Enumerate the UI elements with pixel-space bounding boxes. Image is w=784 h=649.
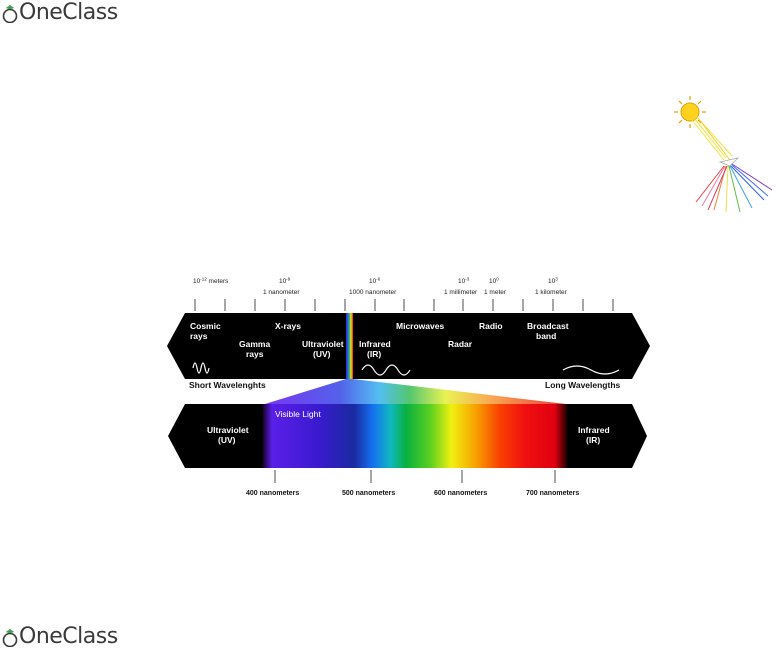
scale-sub-1mm: 1 millimeter [444,289,478,296]
dispersion-fan [265,379,566,404]
prism-shape [718,157,740,167]
visible-gradient [263,404,567,468]
acorn-icon [2,4,18,23]
wavelength-scale-labels: 10-12 meters 10-9 1 nanometer 10-6 1000 … [193,277,568,297]
label-microwaves: Microwaves [396,321,444,331]
medium-wave-glyph [361,364,411,376]
sun-prism-illustration [674,96,773,213]
scale-sub-1nm: 1 nanometer [263,289,300,296]
scale-label-1e3: 103 [548,277,558,286]
scale-sub-1km: 1 kilometer [535,289,568,296]
header-logo: OneClass [2,0,118,25]
label-radar: Radar [448,339,473,349]
light-beam [691,115,733,161]
em-spectrum-band [167,313,650,379]
nanometer-ticks [274,470,556,483]
footer-logo: OneClass [2,624,118,649]
label-radio: Radio [479,321,503,331]
long-wavelengths-label: Long Wavelengths [545,380,621,390]
brand-name: OneClass [19,624,118,649]
label-ultraviolet: Ultraviolet(UV) [302,339,344,359]
label-ir-lower: Infrared(IR) [578,425,610,445]
label-infrared: Infrared(IR) [359,339,391,359]
tick-label-400nm: 400 nanometers [246,490,299,497]
visible-slit [346,313,353,379]
scale-label-1e-3: 10-3 [458,277,470,286]
sun-icon [674,96,706,128]
label-visible-light: Visible Light [275,409,321,419]
tick-label-700nm: 700 nanometers [526,490,579,497]
long-wave-glyph [562,365,620,375]
scale-sub-1000nm: 1000 nanometer [349,289,397,296]
dispersed-rays [695,163,773,213]
label-uv-lower: Ultraviolet(UV) [207,425,249,445]
scale-label-1e-6: 10-6 [369,277,381,286]
scale-ticks [194,299,614,311]
acorn-icon [2,628,18,647]
tick-label-600nm: 600 nanometers [434,490,487,497]
brand-name: OneClass [19,0,118,25]
short-wave-glyph [192,362,210,374]
scale-label-1e-12: 10-12 meters [193,277,229,286]
short-wavelengths-label: Short Wavelenghts [189,380,266,390]
scale-sub-1m: 1 meter [484,289,507,296]
scale-label-1e-9: 10-9 [279,277,291,286]
label-x-rays: X-rays [275,321,301,331]
tick-label-500nm: 500 nanometers [342,490,395,497]
scale-label-1e0: 100 [489,277,499,286]
